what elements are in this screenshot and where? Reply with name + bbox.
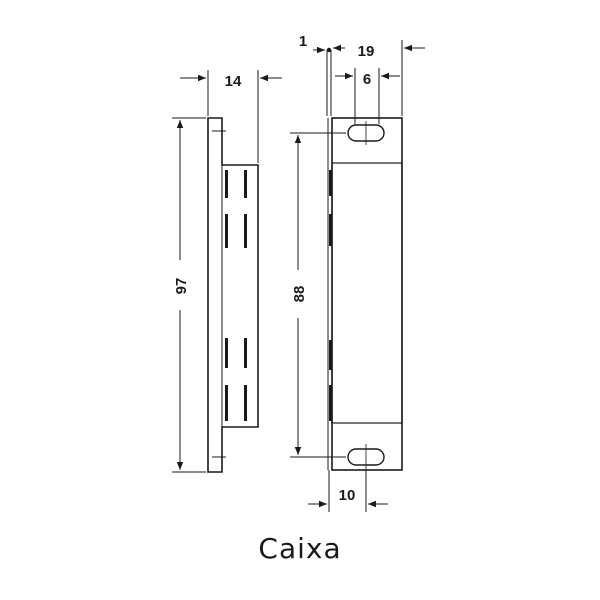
dim-front-height: 88	[290, 132, 346, 458]
label-gap: 1	[299, 33, 307, 50]
front-tabs	[329, 170, 332, 421]
label-slot-width: 6	[363, 71, 371, 88]
dim-side-height: 97	[172, 117, 206, 473]
dim-slot-width: 6	[335, 68, 400, 124]
caption: Caixa	[258, 532, 342, 565]
dim-total-depth: 19	[333, 40, 425, 116]
side-slots	[225, 170, 247, 421]
dim-side-width: 14	[180, 70, 282, 163]
dim-gap: 1	[299, 33, 332, 116]
label-front-height: 88	[291, 286, 308, 303]
label-side-height: 97	[173, 278, 190, 295]
label-total-depth: 19	[358, 43, 375, 60]
label-hole-offset: 10	[339, 487, 356, 504]
front-view	[327, 117, 403, 471]
side-view	[207, 117, 259, 473]
dim-hole-offset: 10	[308, 470, 388, 512]
label-side-width: 14	[225, 73, 242, 90]
